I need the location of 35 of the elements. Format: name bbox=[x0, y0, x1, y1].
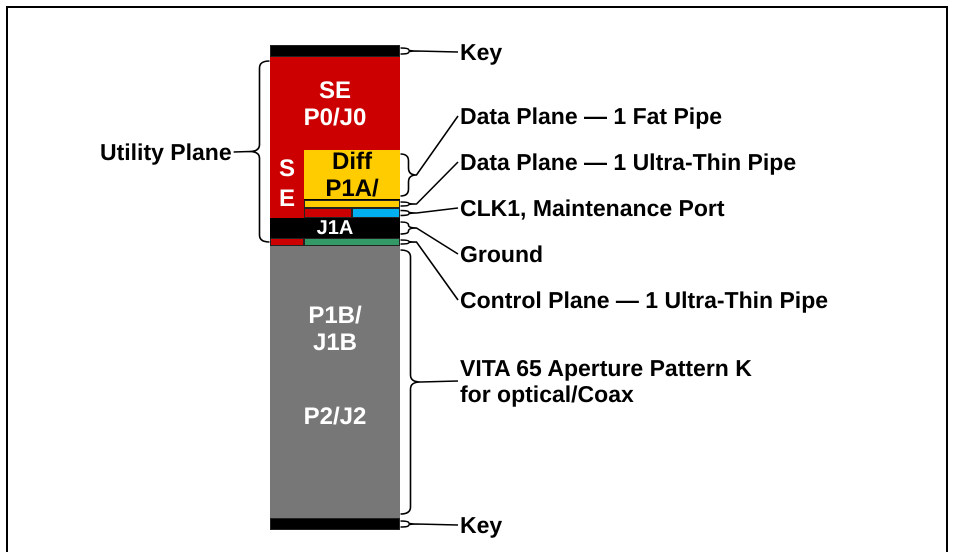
leader-line bbox=[400, 239, 459, 301]
connector-segment bbox=[270, 218, 400, 238]
connector-segment bbox=[304, 208, 352, 218]
leader-line bbox=[400, 221, 459, 255]
leader-line bbox=[400, 115, 459, 197]
connector-segment bbox=[270, 45, 400, 57]
connector-segment bbox=[304, 200, 400, 208]
callout-label: Key bbox=[460, 512, 502, 538]
connector-segment bbox=[270, 57, 400, 150]
segment-label: Diff P1A/ bbox=[324, 148, 380, 202]
segment-label: SE P0/J0 bbox=[302, 76, 368, 130]
leader-line bbox=[400, 249, 459, 515]
callout-label: Data Plane — 1 Fat Pipe bbox=[460, 103, 722, 129]
leader-line bbox=[400, 47, 459, 55]
segment-label: J1A bbox=[316, 218, 354, 238]
callout-label: Control Plane — 1 Ultra-Thin Pipe bbox=[460, 287, 828, 313]
connector-segment bbox=[270, 518, 400, 530]
connector-segment bbox=[270, 246, 400, 518]
callout-label: Utility Plane bbox=[100, 139, 232, 165]
leader-line bbox=[400, 520, 459, 528]
segment-label: P1B/ J1B bbox=[307, 302, 363, 356]
connector-segment bbox=[304, 150, 400, 200]
callout-label: Data Plane — 1 Ultra-Thin Pipe bbox=[460, 149, 796, 175]
leader-line bbox=[400, 161, 459, 207]
connector-segment bbox=[304, 238, 400, 246]
segment-label: P2/J2 bbox=[302, 403, 368, 430]
callout-label: VITA 65 Aperture Pattern K for optical/Coax bbox=[460, 355, 775, 407]
callout-label: Key bbox=[460, 39, 502, 65]
connector-segment bbox=[352, 208, 400, 218]
callout-label: Ground bbox=[460, 241, 544, 267]
segment-label: S E bbox=[278, 154, 296, 214]
connector-segment bbox=[270, 238, 304, 246]
connector-segment bbox=[270, 150, 304, 218]
callout-label: CLK1, Maintenance Port bbox=[460, 195, 725, 221]
leader-line bbox=[400, 207, 459, 216]
